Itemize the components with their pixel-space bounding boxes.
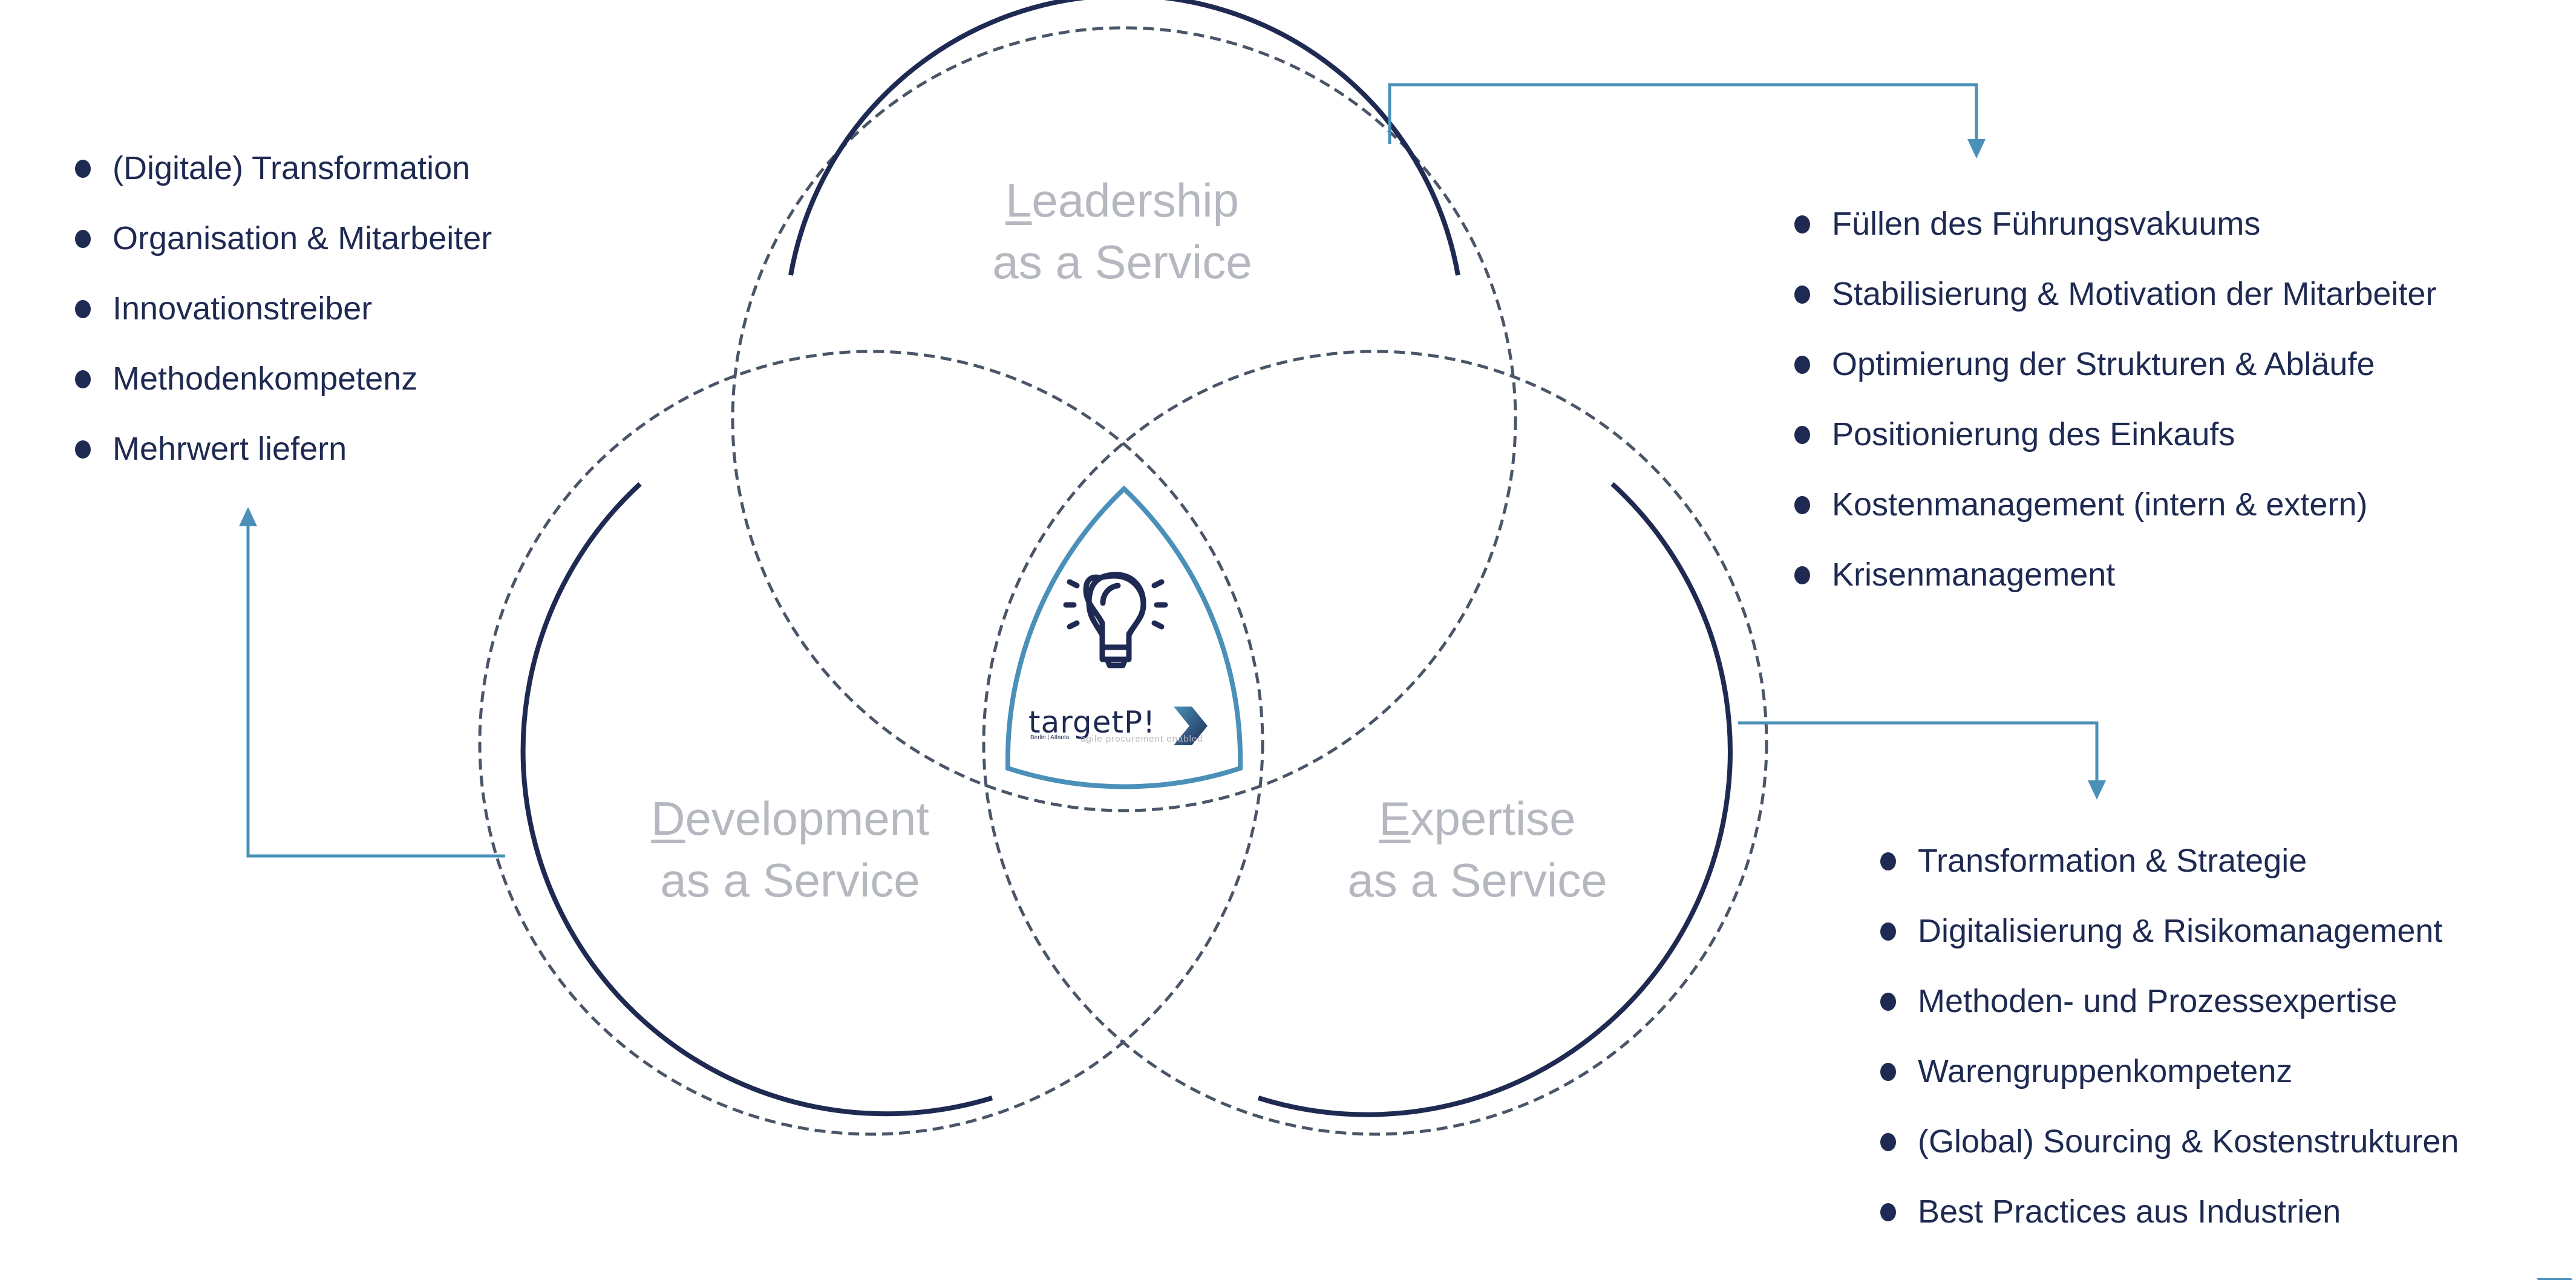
list-item: Mehrwert liefern xyxy=(75,431,492,501)
list-item: Digitalisierung & Risikomanagement xyxy=(1880,913,2459,983)
list-item: Kostenmanagement (intern & extern) xyxy=(1794,486,2436,557)
list-item: Best Practices aus Industrien xyxy=(1880,1193,2459,1264)
corner-mark xyxy=(2537,1278,2572,1280)
development-benefits-list: (Digitale) Transformation Organisation &… xyxy=(75,150,492,501)
leadership-title: Leadership as a Service xyxy=(992,174,1252,289)
list-item: Methoden- und Prozessexpertise xyxy=(1880,983,2459,1053)
list-item: Optimierung der Strukturen & Abläufe xyxy=(1794,346,2436,416)
list-item: Innovationstreiber xyxy=(75,290,492,361)
arrow-head-down-icon xyxy=(1967,139,1986,158)
bullet-icon xyxy=(1794,356,1810,374)
list-item: Methodenkompetenz xyxy=(75,361,492,431)
development-arc xyxy=(520,482,993,1117)
bullet-icon xyxy=(75,440,91,459)
bullet-icon xyxy=(1880,922,1896,941)
list-item: (Digitale) Transformation xyxy=(75,150,492,220)
leadership-connector xyxy=(1388,83,1978,144)
logo-wordmark: targetP! xyxy=(1028,705,1156,740)
leadership-circle xyxy=(731,26,1517,812)
bullet-icon xyxy=(1794,566,1810,584)
logo-cities: Berlin | Atlanta xyxy=(1030,734,1070,741)
arrow-head-down-icon xyxy=(2088,780,2106,800)
development-title: Development as a Service xyxy=(651,792,929,907)
bullet-icon xyxy=(1880,1063,1896,1081)
expertise-benefits-list: Transformation & Strategie Digitalisieru… xyxy=(1880,843,2459,1264)
development-connector xyxy=(246,523,505,858)
list-item: Füllen des Führungsvakuums xyxy=(1794,206,2436,276)
bullet-icon xyxy=(1794,426,1810,444)
bullet-icon xyxy=(1794,286,1810,304)
development-circle xyxy=(478,350,1264,1136)
list-item: (Global) Sourcing & Kostenstrukturen xyxy=(1880,1123,2459,1193)
leadership-benefits-list: Füllen des Führungsvakuums Stabilisierun… xyxy=(1794,206,2436,627)
logo-tagline: agile procurement enabled xyxy=(1080,734,1203,744)
bullet-icon xyxy=(75,300,91,318)
bullet-icon xyxy=(75,230,91,248)
lightbulb-icon xyxy=(1063,572,1168,668)
bullet-icon xyxy=(1880,852,1896,870)
arrow-head-up-icon xyxy=(239,507,257,526)
chevron-right-icon xyxy=(1174,707,1208,745)
bullet-icon xyxy=(1880,1133,1896,1151)
targetp-logo: targetP! Berlin | Atlanta agile procurem… xyxy=(1028,705,1228,747)
bullet-icon xyxy=(1794,215,1810,233)
expertise-title: Expertise as a Service xyxy=(1347,792,1607,907)
list-item: Warengruppenkompetenz xyxy=(1880,1053,2459,1123)
bullet-icon xyxy=(75,370,91,388)
expertise-circle xyxy=(982,350,1768,1136)
list-item: Krisenmanagement xyxy=(1794,557,2436,627)
leadership-arc xyxy=(788,0,1460,276)
expertise-connector xyxy=(1738,721,2099,783)
expertise-arc xyxy=(1257,482,1733,1117)
bullet-icon xyxy=(75,160,91,178)
list-item: Stabilisierung & Motivation der Mitarbei… xyxy=(1794,276,2436,346)
list-item: Transformation & Strategie xyxy=(1880,843,2459,913)
bullet-icon xyxy=(1880,993,1896,1011)
list-item: Organisation & Mitarbeiter xyxy=(75,220,492,290)
bullet-icon xyxy=(1794,496,1810,514)
bullet-icon xyxy=(1880,1203,1896,1221)
list-item: Positionierung des Einkaufs xyxy=(1794,416,2436,486)
